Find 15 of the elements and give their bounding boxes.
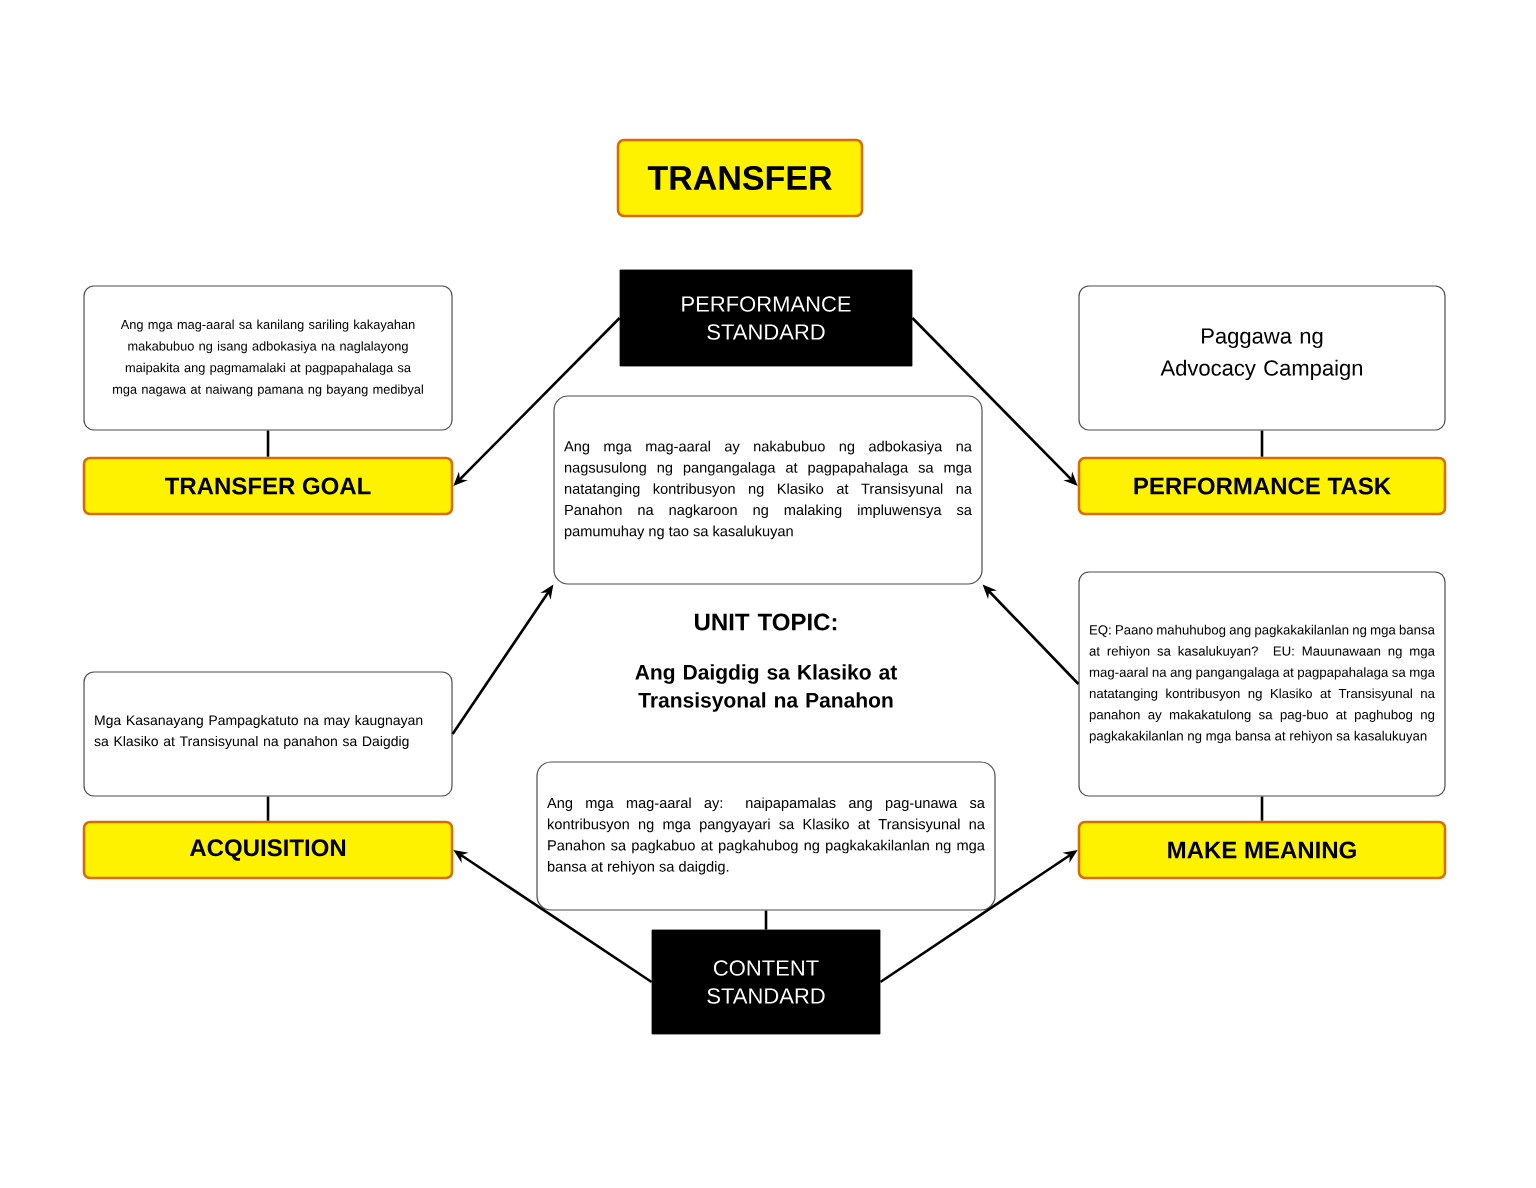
topic-title: Ang Daigdig sa Klasiko at Transisyonal na Panahon — [635, 664, 898, 712]
connector-line — [764, 910, 768, 930]
connector-line — [1260, 430, 1264, 457]
standard-box: CONTENT STANDARD — [651, 929, 881, 1035]
connector-line — [266, 796, 270, 821]
title-box: TRANSFER — [616, 138, 864, 218]
stage-box: MAKE MEANING — [1077, 820, 1447, 880]
stage-box: PERFORMANCE TASK — [1077, 456, 1447, 516]
connector-line — [266, 430, 270, 457]
connector-line — [1260, 796, 1264, 821]
heading: UNIT TOPIC: — [695, 613, 837, 631]
stage-box: TRANSFER GOAL — [82, 456, 454, 516]
stage-box: ACQUISITION — [82, 820, 454, 880]
standard-box: PERFORMANCE STANDARD — [619, 269, 913, 367]
text-box: Paggawa ng Advocacy Campaign — [1078, 285, 1446, 431]
